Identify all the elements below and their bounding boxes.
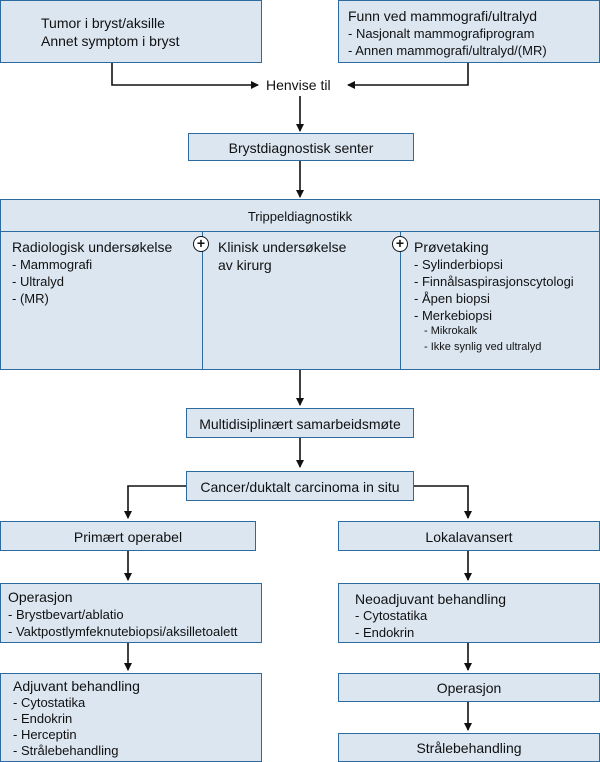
adjuvant-item-1: - Cytostatika	[13, 695, 86, 710]
radiologisk-item-2: - Ultralyd	[12, 274, 65, 289]
primaert-label: Primært operabel	[73, 529, 183, 545]
adjuvant-item-3: - Herceptin	[13, 727, 77, 742]
operasjon-left-item-2: - Vaktpostlymfeknutebiopsi/aksilletoalet…	[8, 624, 238, 639]
senter-box: Brystdiagnostisk senter	[188, 133, 414, 161]
radiologisk-item-1: - Mammografi	[12, 257, 93, 272]
tumor-line-2: Annet symptom i bryst	[41, 33, 180, 49]
funn-title: Funn ved mammografi/ultralyd	[348, 8, 538, 24]
neo-item-2: - Endokrin	[355, 625, 415, 640]
primaert-box: Primært operabel	[0, 521, 256, 551]
adjuvant-title: Adjuvant behandling	[13, 678, 140, 694]
operasjon-right-label: Operasjon	[436, 680, 502, 696]
provetaking-item-2: - Finnålsaspirasjonscytologi	[414, 274, 574, 289]
provetaking-subitem-1: - Mikrokalk	[424, 325, 478, 337]
straale-label: Strålebehandling	[416, 740, 522, 756]
funn-item-1: - Nasjonalt mammografiprogram	[348, 26, 535, 41]
adjuvant-item-4: - Strålebehandling	[13, 743, 119, 758]
adjuvant-box: Adjuvant behandling - Cytostatika - Endo…	[0, 673, 262, 762]
provetaking-item-4: - Merkebiopsi	[414, 308, 493, 323]
radiologisk-item-3: - (MR)	[12, 291, 49, 306]
operasjon-right-box: Operasjon	[338, 673, 600, 702]
plus-icon-1: +	[193, 236, 209, 252]
samarbeid-box: Multidisiplinært samarbeidsmøte	[186, 408, 414, 438]
operasjon-left-item-1: - Brystbevart/ablatio	[8, 607, 124, 622]
trippel-divider-1	[202, 231, 203, 370]
adjuvant-item-2: - Endokrin	[13, 711, 73, 726]
tumor-box: Tumor i bryst/aksille Annet symptom i br…	[0, 0, 262, 63]
funn-item-2: - Annen mammografi/ultralyd/(MR)	[348, 43, 547, 58]
neo-box: Neoadjuvant behandling - Cytostatika - E…	[338, 583, 600, 643]
cancer-label: Cancer/duktalt carcinoma in situ	[200, 479, 400, 495]
samarbeid-label: Multidisiplinært samarbeidsmøte	[199, 416, 401, 432]
cancer-box: Cancer/duktalt carcinoma in situ	[186, 471, 414, 501]
radiologisk-title: Radiologisk undersøkelse	[12, 239, 173, 255]
tumor-line-1: Tumor i bryst/aksille	[41, 15, 165, 31]
arrow-tumor-henvise	[111, 62, 259, 89]
neo-item-1: - Cytostatika	[355, 608, 428, 623]
provetaking-title: Prøvetaking	[414, 239, 489, 255]
neo-title: Neoadjuvant behandling	[355, 591, 507, 607]
operasjon-left-box: Operasjon - Brystbevart/ablatio - Vaktpo…	[0, 583, 262, 643]
henvise-label: Henvise til	[266, 77, 331, 93]
funn-box: Funn ved mammografi/ultralyd - Nasjonalt…	[338, 0, 600, 63]
trippel-divider-2	[400, 231, 401, 370]
provetaking-item-3: - Åpen biopsi	[414, 291, 490, 306]
klinisk-line-1: Klinisk undersøkelse	[218, 239, 347, 255]
arrow-cancer-primaert	[124, 485, 186, 519]
arrow-cancer-lokal	[414, 485, 472, 519]
provetaking-subitem-2: - Ikke synlig ved ultralyd	[424, 341, 542, 353]
trippel-title: Trippeldiagnostikk	[247, 209, 353, 224]
klinisk-line-2: av kirurg	[218, 257, 272, 273]
operasjon-left-title: Operasjon	[8, 589, 73, 605]
arrow-funn-henvise	[347, 62, 469, 89]
senter-label: Brystdiagnostisk senter	[228, 140, 374, 156]
straale-box: Strålebehandling	[338, 733, 600, 762]
provetaking-item-1: - Sylinderbiopsi	[414, 257, 503, 272]
lokal-box: Lokalavansert	[338, 521, 600, 551]
plus-icon-2: +	[392, 236, 408, 252]
lokal-label: Lokalavansert	[425, 529, 513, 545]
